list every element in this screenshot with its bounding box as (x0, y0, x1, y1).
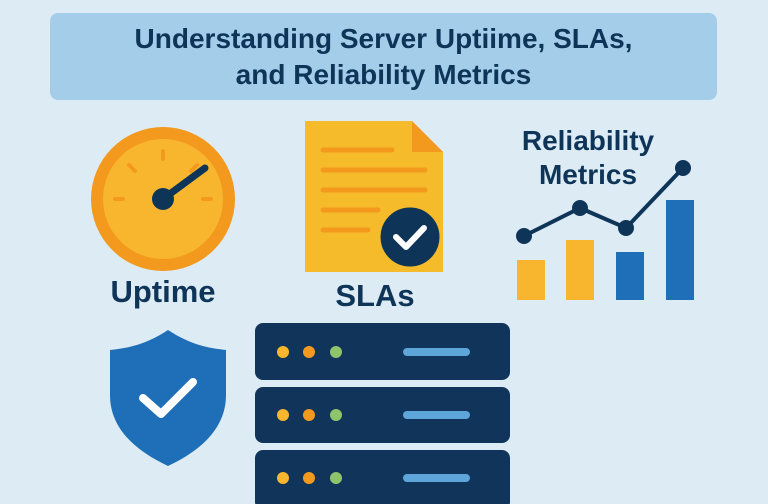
title-line-1: Understanding Server Uptiime, SLAs, (134, 22, 633, 54)
chart-bar (616, 252, 644, 300)
server-unit (255, 323, 510, 380)
title-banner: Understanding Server Uptiime, SLAs, and … (50, 13, 717, 100)
server-unit (255, 387, 510, 443)
chart-point (516, 228, 532, 244)
reliability-label-line-2: Metrics (538, 159, 638, 190)
chart-bar (517, 260, 545, 300)
bar-line-chart-icon (516, 160, 694, 300)
chart-point (572, 200, 588, 216)
chart-point (675, 160, 691, 176)
chart-bar (666, 200, 694, 300)
reliability-metrics-label: Reliability Metrics (488, 124, 688, 192)
document-check-icon (305, 121, 443, 272)
speedometer-icon (91, 127, 235, 271)
uptime-label: Uptime (110, 274, 216, 309)
title-line-2: and Reliability Metrics (235, 58, 532, 90)
server-rack-icon (255, 323, 510, 504)
reliability-label-line-1: Reliability (521, 125, 655, 156)
chart-line (523, 166, 685, 238)
chart-bar (566, 240, 594, 300)
shield-check-icon (110, 330, 226, 466)
server-unit (255, 450, 510, 504)
chart-point (618, 220, 634, 236)
slas-label: SLAs (335, 278, 415, 313)
